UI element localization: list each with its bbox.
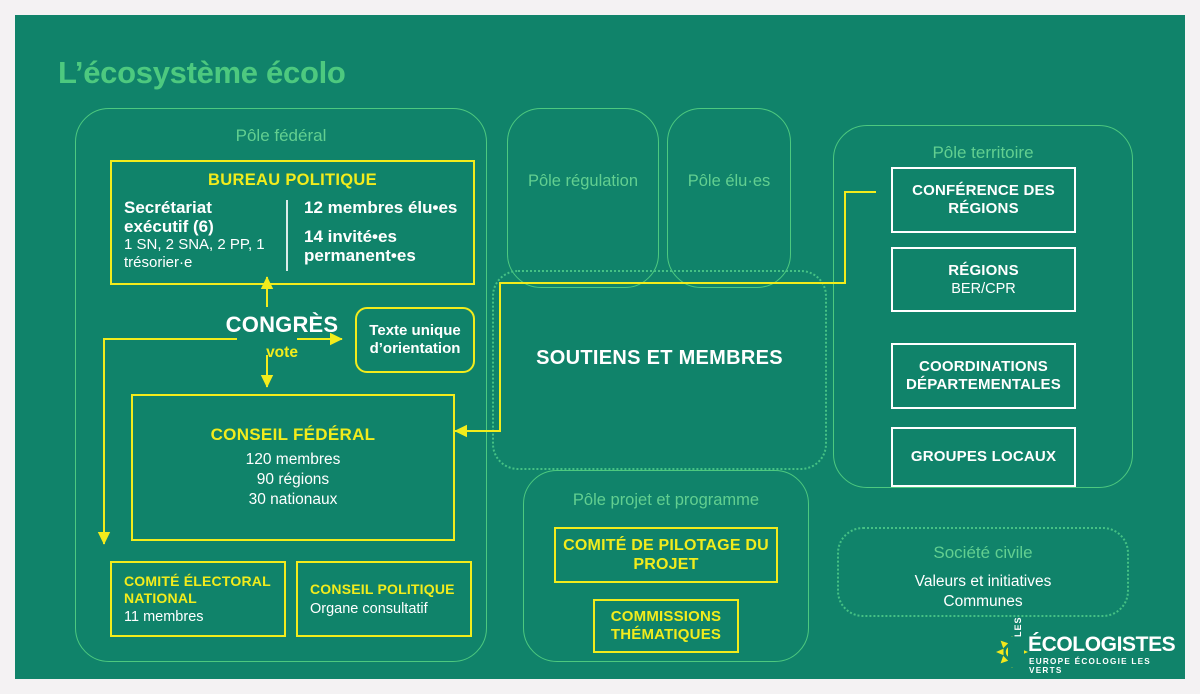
logo: LES ÉCOLOGISTES EUROPE ÉCOLOGIE LES VERT… (995, 616, 1176, 675)
spacer (304, 217, 463, 227)
groupes-locaux-card: GROUPES LOCAUX (891, 427, 1076, 487)
logo-main-text: ÉCOLOGISTES (1028, 633, 1176, 656)
conseil-federal-title: CONSEIL FÉDÉRAL (210, 424, 376, 444)
commissions-thematiques-card: COMMISSIONS THÉMATIQUES (593, 599, 739, 653)
bureau-politique-divider (286, 200, 288, 271)
pole-projet-programme-container: Pôle projet et programme (523, 470, 809, 662)
logo-subtitle-text: EUROPE ÉCOLOGIE LES VERTS (1029, 657, 1152, 675)
pole-projet-title: Pôle projet et programme (572, 491, 760, 509)
sunflower-icon (996, 636, 1028, 668)
page-title: L’écosystème écolo (58, 55, 346, 90)
secretariat-executif-label: Secrétariat exécutif (6) (124, 198, 214, 237)
pole-elus-container: Pôle élu·es (667, 108, 791, 288)
comite-electoral-title: COMITÉ ÉLECTORAL NATIONAL (124, 572, 271, 606)
pole-federal-title: Pôle fédéral (235, 126, 327, 145)
conseil-federal-line-1: 120 membres (245, 450, 341, 468)
comite-electoral-sub: 11 membres (124, 609, 204, 626)
infographic-canvas: L’écosystème écolo Pôle fédéral BUREAU P… (15, 15, 1185, 679)
conseil-politique-title: CONSEIL POLITIQUE (310, 581, 455, 598)
societe-civile-lines: Valeurs et initiatives Communes (839, 572, 1127, 612)
commissions-thematiques-label: COMMISSIONS THÉMATIQUES (610, 608, 722, 643)
comite-pilotage-label: COMITÉ DE PILOTAGE DU PROJET (563, 536, 769, 573)
regions-sub: BER/CPR (951, 281, 1016, 298)
secretariat-executif-detail: 1 SN, 2 SNA, 2 PP, 1 trésorier·e (124, 236, 265, 271)
societe-civile-line-1: Valeurs et initiatives (914, 573, 1052, 590)
societe-civile-container: Société civile Valeurs et initiatives Co… (837, 527, 1129, 617)
bureau-politique-title: BUREAU POLITIQUE (208, 171, 377, 189)
comite-electoral-national-card: COMITÉ ÉLECTORAL NATIONAL 11 membres (110, 561, 286, 637)
groupes-locaux-title: GROUPES LOCAUX (910, 448, 1057, 466)
bureau-politique-columns: Secrétariat exécutif (6) 1 SN, 2 SNA, 2 … (124, 198, 463, 275)
conseil-federal-card: CONSEIL FÉDÉRAL 120 membres 90 régions 3… (131, 394, 455, 541)
conference-des-regions-title: CONFÉRENCE DES RÉGIONS (912, 182, 1055, 217)
membres-elus-label: 12 membres élu•es (304, 198, 458, 217)
logo-les-text: LES (1013, 616, 1023, 637)
conseil-politique-card: CONSEIL POLITIQUE Organe consultatif (296, 561, 472, 637)
texte-unique-label: Texte unique d’orientation (369, 322, 461, 357)
comite-pilotage-projet-card: COMITÉ DE PILOTAGE DU PROJET (554, 527, 778, 583)
regions-card: RÉGIONS BER/CPR (891, 247, 1076, 312)
pole-territoire-title: Pôle territoire (932, 143, 1034, 162)
regions-title: RÉGIONS (948, 261, 1019, 279)
pole-regulation-container: Pôle régulation (507, 108, 659, 288)
societe-civile-title: Société civile (933, 543, 1033, 562)
pole-regulation-title: Pôle régulation (527, 172, 639, 190)
texte-unique-orientation-card: Texte unique d’orientation (355, 307, 475, 373)
bureau-politique-left-column: Secrétariat exécutif (6) 1 SN, 2 SNA, 2 … (124, 198, 286, 275)
soutiens-et-membres-label: SOUTIENS ET MEMBRES (536, 347, 783, 369)
bureau-politique-right-column: 12 membres élu•es 14 invité•es permanent… (288, 198, 463, 275)
invites-permanents-label: 14 invité•es permanent•es (304, 227, 416, 266)
conference-des-regions-card: CONFÉRENCE DES RÉGIONS (891, 167, 1076, 233)
conseil-politique-sub: Organe consultatif (310, 600, 428, 617)
conseil-federal-line-3: 30 nationaux (248, 491, 338, 509)
congres-vote-label: vote (266, 344, 298, 361)
congres-block: CONGRÈS vote (187, 312, 377, 362)
pole-elus-title: Pôle élu·es (687, 172, 771, 190)
coordinations-departementales-card: COORDINATIONS DÉPARTEMENTALES (891, 343, 1076, 409)
conseil-federal-line-2: 90 régions (256, 470, 330, 488)
bureau-politique-card: BUREAU POLITIQUE Secrétariat exécutif (6… (110, 160, 475, 285)
congres-label: CONGRÈS (225, 312, 339, 337)
societe-civile-line-2: Communes (943, 593, 1023, 611)
coordinations-departementales-title: COORDINATIONS DÉPARTEMENTALES (906, 358, 1061, 393)
